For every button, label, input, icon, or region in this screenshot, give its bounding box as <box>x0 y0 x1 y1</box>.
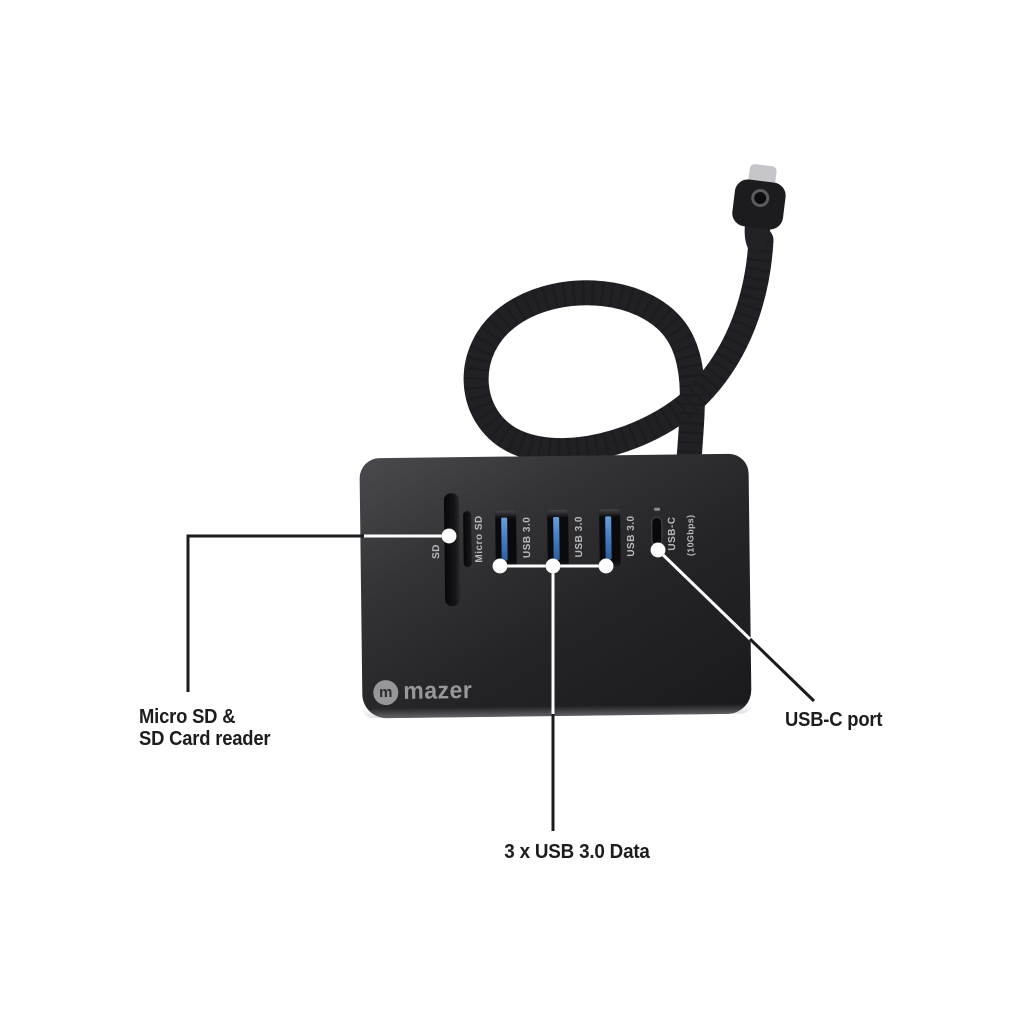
callout-line-card-reader <box>186 534 449 692</box>
callout-label-card-reader: Micro SD & SD Card reader <box>139 706 271 750</box>
callout-anchor-dot-usb2 <box>545 558 561 574</box>
callout-anchor-dot-usb3 <box>598 558 614 574</box>
callout-label-card-reader-line2: SD Card reader <box>139 728 271 750</box>
usb-c-connector <box>732 164 786 252</box>
callout-label-usbc-port: USB-C port <box>785 709 883 731</box>
callout-line-usbc-on-device <box>656 548 754 643</box>
callout-anchor-dot-sd <box>441 528 457 544</box>
callout-line-usbc <box>748 637 816 703</box>
cable-braid-texture <box>463 239 774 477</box>
usb-c-cable <box>463 227 774 489</box>
callout-label-card-reader-line1: Micro SD & <box>139 706 236 728</box>
connector-logo-ring-icon <box>751 189 770 208</box>
callout-anchor-dot-usbc <box>650 542 666 558</box>
callout-label-usb-data: 3 x USB 3.0 Data <box>504 841 650 863</box>
callout-anchor-dot-usb1 <box>492 558 508 574</box>
